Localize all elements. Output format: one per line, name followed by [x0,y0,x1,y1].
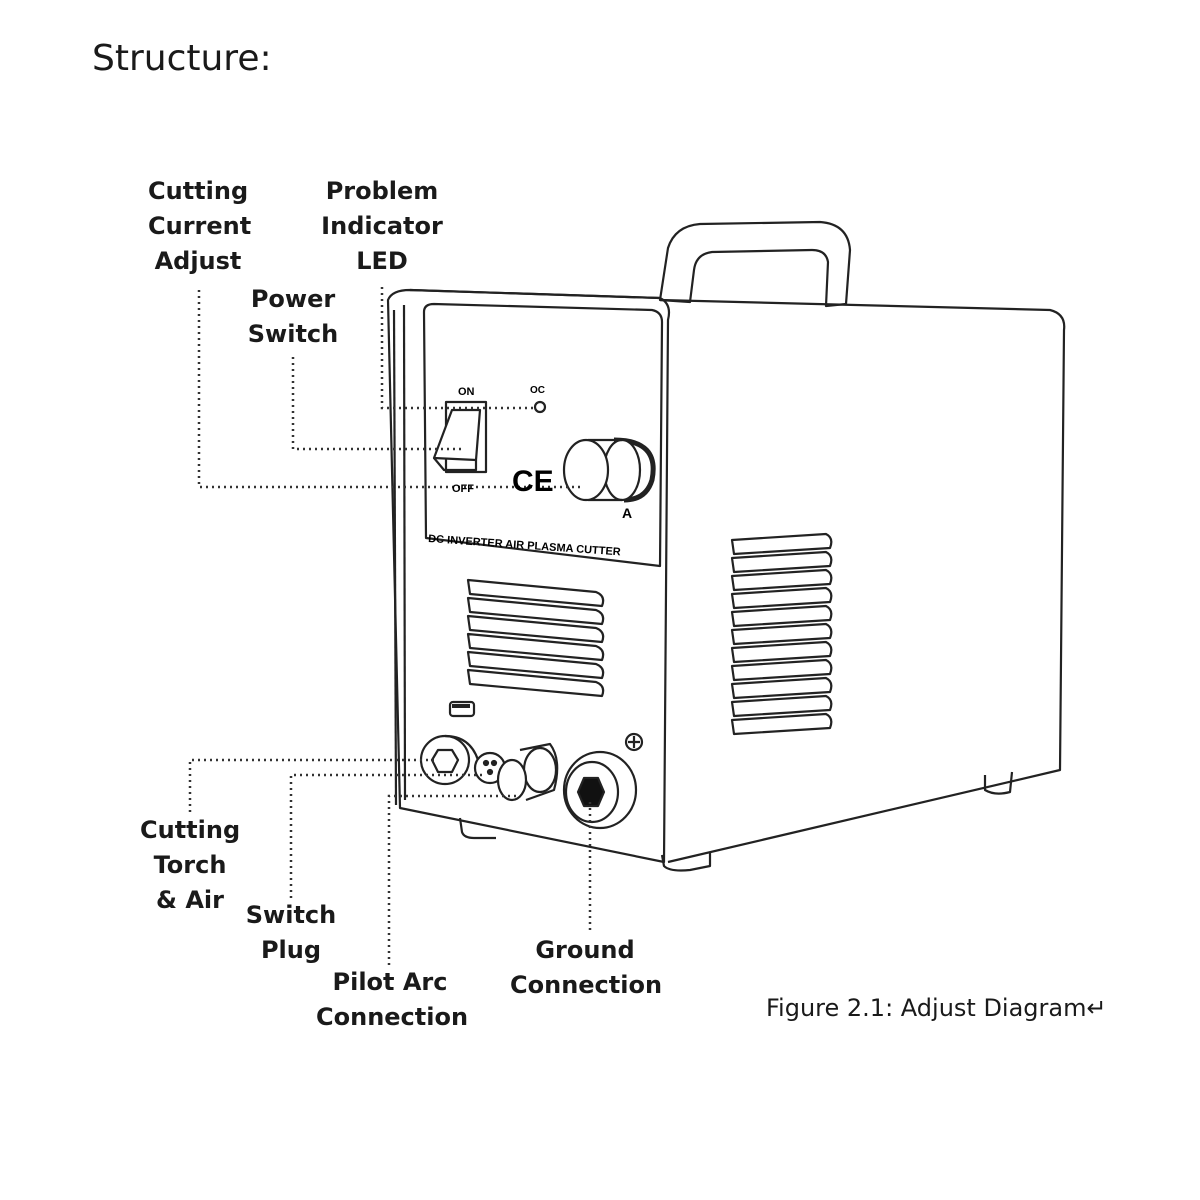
amp-unit-label: A [622,505,632,521]
ce-mark: CE [512,465,554,498]
leader-switch-plug [289,773,485,898]
leader-power-switch [291,357,462,451]
oc-label: OC [530,385,545,396]
product-name-label: DC INVERTER AIR PLASMA CUTTER [428,533,621,558]
label-switch-plug: Switch Plug [245,901,337,964]
pilot-arc-connector [496,742,559,802]
cutting-torch-connector [419,734,480,786]
front-panel [386,288,671,864]
figure-caption: Figure 2.1: Adjust Diagram↵ [766,994,1107,1022]
front-panel-inner [402,304,407,801]
page-heading: Structure: [92,38,272,79]
label-pilot-arc-connection: Pilot Arc Connection [316,968,469,1031]
label-problem-indicator-led: Problem Indicator LED [321,177,443,275]
leader-led [380,287,534,410]
front-vents [466,578,605,698]
foot-left [458,817,496,840]
carry-handle [658,220,852,308]
switch-off-label: OFF [452,483,474,495]
leader-lines [188,287,592,965]
foot-back [983,771,1014,795]
cutting-current-knob [562,437,656,503]
label-power-switch: Power Switch [247,285,339,348]
foot-right [660,852,712,872]
side-panel [659,298,1066,864]
positive-terminal-symbol [624,732,644,752]
problem-indicator-led [533,400,547,414]
label-ground-connection: Ground Connection [510,936,663,999]
small-switch-icon [448,700,476,718]
ground-connector [562,750,638,830]
control-plate [422,302,664,568]
label-cutting-torch-air: Cutting Torch & Air [140,816,241,914]
leader-pilot-arc [387,794,520,965]
label-cutting-current-adjust: Cutting Current Adjust [148,177,252,275]
side-vents [730,532,833,736]
power-switch [432,400,488,474]
leader-cutting-current [197,290,580,489]
switch-on-label: ON [458,386,475,398]
